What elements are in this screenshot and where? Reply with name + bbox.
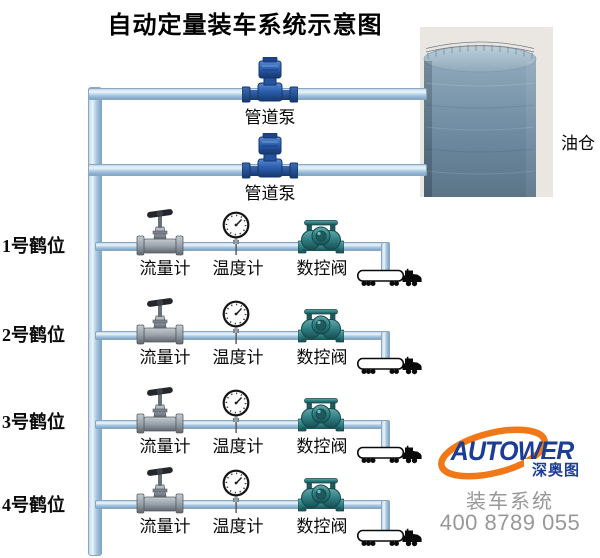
- brand-subtitle: 装车系统: [466, 491, 554, 513]
- flow-meter-label: 流量计: [139, 437, 191, 456]
- flow-meter-icon: [135, 465, 185, 515]
- storage-tank-image: [420, 27, 553, 197]
- tanker-truck-icon: [357, 267, 423, 287]
- flow-meter-label: 流量计: [139, 517, 191, 536]
- page-title: 自动定量装车系统示意图: [107, 13, 383, 39]
- thermometer-label: 温度计: [212, 517, 264, 536]
- loading-position-label: 3号鹤位: [2, 412, 65, 432]
- thermometer-label: 温度计: [212, 437, 264, 456]
- control-valve-label: 数控阀: [296, 348, 348, 367]
- thermometer-gauge-icon: [218, 389, 254, 435]
- tanker-truck-icon: [357, 355, 423, 375]
- main-vertical-pipe: [88, 87, 102, 556]
- flow-meter-icon: [135, 207, 185, 257]
- brand-chinese-name: 深奥图: [524, 459, 580, 480]
- control-valve-label: 数控阀: [296, 437, 348, 456]
- control-valve-icon: [298, 216, 344, 254]
- loading-position-label: 4号鹤位: [2, 495, 65, 515]
- control-valve-label: 数控阀: [296, 259, 348, 278]
- pump-label-lower: 管道泵: [244, 184, 296, 203]
- loading-position-label: 1号鹤位: [2, 236, 65, 256]
- thermometer-gauge-icon: [218, 300, 254, 346]
- control-valve-icon: [298, 394, 344, 432]
- control-valve-label: 数控阀: [296, 517, 348, 536]
- flow-meter-icon: [135, 385, 185, 435]
- tank-label: 油仓: [561, 134, 595, 153]
- flow-meter-label: 流量计: [139, 259, 191, 278]
- pipeline-pump-icon: [242, 133, 298, 181]
- thermometer-label: 温度计: [212, 259, 264, 278]
- tanker-truck-icon: [357, 444, 423, 464]
- thermometer-gauge-icon: [218, 211, 254, 257]
- brand-phone-number: 400 8789 055: [439, 510, 581, 535]
- control-valve-icon: [298, 474, 344, 512]
- control-valve-icon: [298, 305, 344, 343]
- loading-position-label: 2号鹤位: [2, 325, 65, 345]
- logo-swoosh-icon: [438, 426, 548, 480]
- flow-meter-icon: [135, 296, 185, 346]
- thermometer-gauge-icon: [218, 469, 254, 515]
- thermometer-label: 温度计: [212, 348, 264, 367]
- pump-label-upper: 管道泵: [244, 108, 296, 127]
- tanker-truck-icon: [357, 527, 423, 547]
- pipeline-pump-icon: [242, 57, 298, 105]
- flow-meter-label: 流量计: [139, 348, 191, 367]
